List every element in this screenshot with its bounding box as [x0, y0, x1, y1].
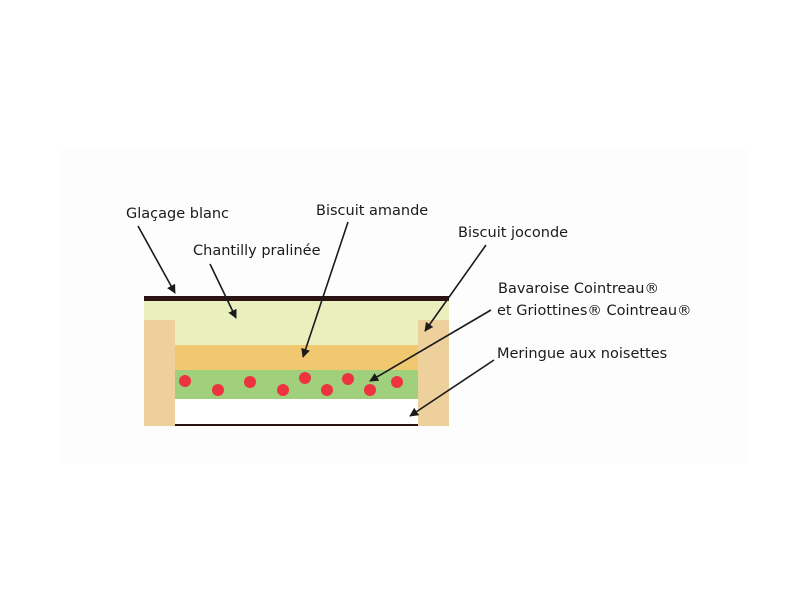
arrow-meringue [409, 359, 495, 417]
cherry [277, 384, 289, 396]
cherry [299, 372, 311, 384]
layer-biscuit-joconde-left [144, 320, 175, 426]
label-chantilly: Chantilly pralinée [193, 243, 321, 259]
cherry [212, 384, 224, 396]
label-glacage: Glaçage blanc [126, 206, 229, 222]
layer-biscuit-amande [175, 345, 418, 370]
layer-chantilly [144, 300, 449, 346]
arrow-biscuit-amande [301, 221, 349, 358]
arrow-bavaroise [369, 309, 492, 382]
cherries [179, 372, 403, 396]
cherry [244, 376, 256, 388]
arrow-biscuit-joconde [424, 244, 487, 332]
cherry [321, 384, 333, 396]
label-bavaroise-line2: et Griottines® Cointreau® [497, 303, 692, 319]
label-bavaroise-line1: Bavaroise Cointreau® [498, 281, 659, 297]
layer-glacage [144, 296, 449, 301]
label-meringue: Meringue aux noisettes [497, 346, 667, 362]
cherry [364, 384, 376, 396]
cherry [391, 376, 403, 388]
layer-biscuit-joconde-right [418, 320, 449, 426]
label-biscuit-amande: Biscuit amande [316, 203, 428, 219]
layer-meringue [175, 399, 418, 425]
cherry [342, 373, 354, 385]
cherry [179, 375, 191, 387]
arrows [137, 221, 495, 417]
label-biscuit-joconde: Biscuit joconde [458, 225, 568, 241]
labels: Glaçage blanc Chantilly pralinée Biscuit… [126, 203, 692, 362]
arrow-chantilly [209, 263, 237, 319]
arrow-glacage [137, 225, 176, 294]
